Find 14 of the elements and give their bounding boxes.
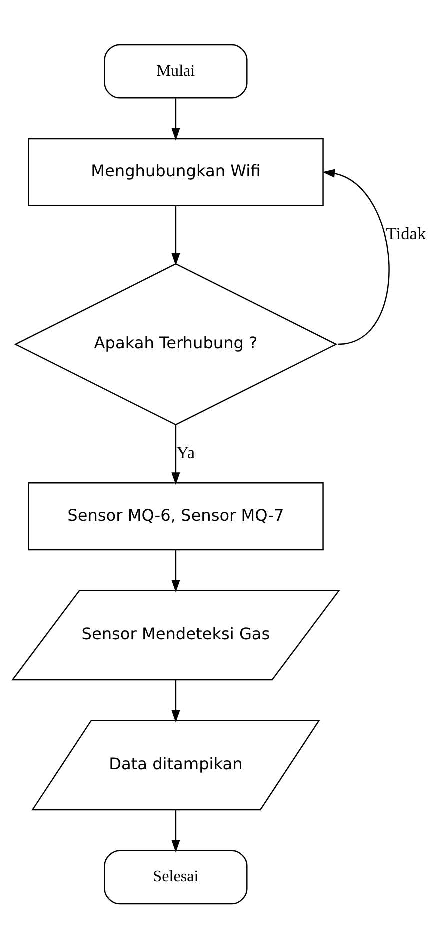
arrow	[172, 425, 180, 485]
node-box: Menghubungkan Wifi	[28, 138, 324, 206]
arrow	[172, 680, 180, 723]
node-box: Selesai	[104, 850, 248, 905]
arrow	[172, 810, 180, 853]
arrow	[172, 206, 180, 266]
node-diamond: Apakah Terhubung ?	[14, 263, 338, 426]
edge-label: Ya	[176, 444, 196, 463]
arrow	[322, 169, 390, 346]
arrow	[172, 98, 180, 141]
edge-label: Tidak	[386, 224, 426, 244]
arrow	[172, 550, 180, 593]
node-box: Mulai	[104, 44, 248, 99]
node-box: Sensor MQ-6, Sensor MQ-7	[28, 482, 324, 551]
